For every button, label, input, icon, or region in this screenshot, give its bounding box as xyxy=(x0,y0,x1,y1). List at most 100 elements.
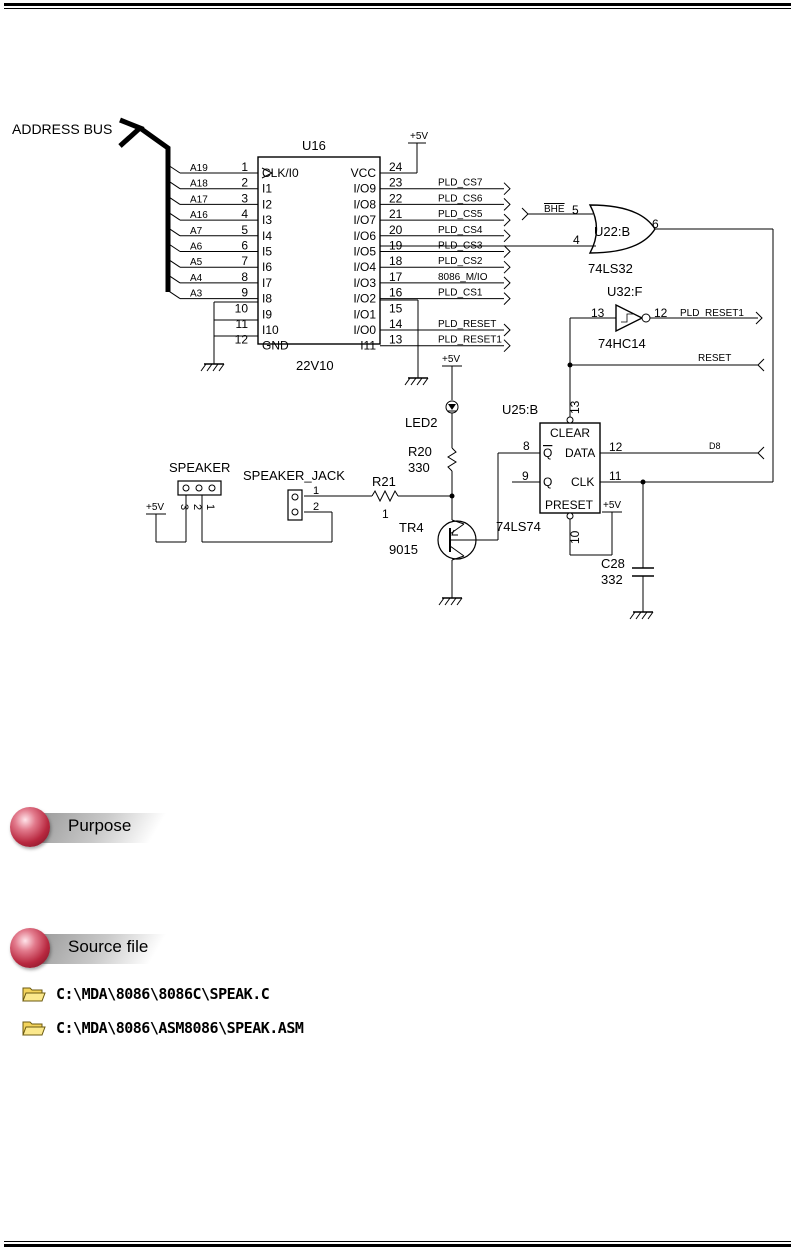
resistor-r21 xyxy=(371,489,399,503)
c28-value: 332 xyxy=(601,572,623,587)
reset-net: RESET xyxy=(698,353,731,364)
u16-pin-number: 4 xyxy=(241,207,248,221)
u16-right-net: PLD_CS2 xyxy=(438,256,483,267)
u16-pin-number: 15 xyxy=(389,301,403,315)
u32-part: 74HC14 xyxy=(598,336,646,351)
u22-in-a-pin: 5 xyxy=(572,203,579,217)
u16-pin-name: I4 xyxy=(262,229,272,243)
speaker-pin-3: 3 xyxy=(178,504,190,510)
source-file-asm[interactable]: C:\MDA\8086\ASM8086\SPEAK.ASM xyxy=(22,1017,304,1039)
u16-pin-name: CLK/I0 xyxy=(262,166,299,180)
speaker-supply: +5V xyxy=(146,502,164,513)
r20-ref: R20 xyxy=(408,444,432,459)
u16-left-net: A3 xyxy=(190,289,203,300)
u25-clear-label: CLEAR xyxy=(550,426,590,440)
u16-pin-number: 5 xyxy=(241,223,248,237)
speaker-jack-connector xyxy=(287,489,303,521)
r20-value: 330 xyxy=(408,460,430,475)
r21-value: 1 xyxy=(382,507,389,521)
ground-icon xyxy=(438,597,463,606)
u25-clear-pin: 13 xyxy=(568,400,582,414)
u16-right-net: PLD_CS7 xyxy=(438,178,483,189)
u16-pin-number: 17 xyxy=(389,270,403,284)
inverter-u32 xyxy=(615,303,644,333)
u25-qbar-label: Q xyxy=(543,446,552,460)
u16-pin-name: GND xyxy=(262,339,289,353)
u16-pin-number: 9 xyxy=(241,286,248,300)
c28-ref: C28 xyxy=(601,556,625,571)
u32-out-pin: 12 xyxy=(654,306,668,320)
address-bus-line xyxy=(138,125,171,292)
u16-part: 22V10 xyxy=(296,358,334,373)
u16-left-net: A7 xyxy=(190,226,203,237)
led-ref: LED2 xyxy=(405,415,438,430)
u16-pin-name: I6 xyxy=(262,260,272,274)
u16-pin-number: 6 xyxy=(241,239,248,253)
u16-pin-name: I/O5 xyxy=(353,245,376,259)
ground-icon xyxy=(200,363,225,372)
u16-right-net: PLD_CS5 xyxy=(438,209,483,220)
u25-data-pin: 12 xyxy=(609,440,623,454)
u25-ref: U25:B xyxy=(502,402,538,417)
ground-icon xyxy=(629,611,654,620)
u16-left-net: A5 xyxy=(190,257,203,268)
speaker-pin-2: 2 xyxy=(191,504,203,510)
source-file-c[interactable]: C:\MDA\8086\8086C\SPEAK.C xyxy=(22,983,270,1005)
u16-right-net: 8086_M/IO xyxy=(438,272,488,283)
u16-pin-number: 16 xyxy=(389,286,403,300)
u16-pin-name: I/O3 xyxy=(353,276,376,290)
u32-in-pin: 13 xyxy=(591,306,605,320)
led-supply: +5V xyxy=(442,354,460,365)
address-bus-label: ADDRESS BUS xyxy=(12,121,112,137)
u16-pin-number: 1 xyxy=(241,160,248,174)
u25-q-pin: 9 xyxy=(522,469,529,483)
u16-left-net: A6 xyxy=(190,242,203,253)
folder-open-icon xyxy=(22,987,46,1002)
u16-pin-number: 18 xyxy=(389,254,403,268)
u22-in-a-label: BHE xyxy=(544,204,565,215)
bottom-rule xyxy=(4,1241,791,1247)
u16-pin-name: I11 xyxy=(360,339,376,353)
u16-pin-number: 23 xyxy=(389,176,403,190)
u22-in-b-pin: 4 xyxy=(573,233,580,247)
u22-ref: U22:B xyxy=(594,224,630,239)
u16-right-net: PLD_RESET xyxy=(438,319,496,330)
u16-body xyxy=(257,156,381,345)
address-bus-arrow xyxy=(118,117,145,148)
u16-pin-number: 12 xyxy=(235,333,249,347)
u16-pin-number: 24 xyxy=(389,160,403,174)
source-file-path: C:\MDA\8086\ASM8086\SPEAK.ASM xyxy=(56,1019,304,1037)
u16-pin-number: 3 xyxy=(241,191,248,205)
u16-pin-name: VCC xyxy=(351,166,377,180)
tr4-ref: TR4 xyxy=(399,520,424,535)
u16-pin-name: I10 xyxy=(262,323,279,337)
u16-right-net: PLD_RESET1 xyxy=(438,335,502,346)
u25-clk-pin: 11 xyxy=(609,469,622,483)
u16-pin-name: I1 xyxy=(262,182,272,196)
u16-pin-number: 14 xyxy=(389,317,403,331)
transistor-tr4 xyxy=(437,520,477,560)
u32-ref: U32:F xyxy=(607,284,642,299)
speaker-ref: SPEAKER xyxy=(169,460,230,475)
u16-left-net: A19 xyxy=(190,163,208,174)
u16-pin-number: 13 xyxy=(389,333,403,347)
u16-right-net: PLD_CS6 xyxy=(438,193,483,204)
bus-entries xyxy=(167,164,181,300)
u22-part: 74LS32 xyxy=(588,261,633,276)
led-icon xyxy=(445,400,459,414)
u16-pin-name: I/O7 xyxy=(353,213,376,227)
u16-right-net: PLD_CS4 xyxy=(438,225,483,236)
resistor-r20 xyxy=(447,447,457,472)
speaker-pin-1: 1 xyxy=(204,504,216,510)
source-file-path: C:\MDA\8086\8086C\SPEAK.C xyxy=(56,985,270,1003)
u16-left-net: A17 xyxy=(190,194,208,205)
u25-data-label: DATA xyxy=(565,446,595,460)
speaker-connector xyxy=(177,480,222,496)
u16-pin-name: I9 xyxy=(262,307,272,321)
u25-clk-label: CLK xyxy=(571,475,594,489)
u16-pin-number: 21 xyxy=(389,207,403,221)
u16-vcc-label: +5V xyxy=(410,131,428,142)
u16-pin-name: I7 xyxy=(262,276,272,290)
u16-clock-marker xyxy=(261,167,274,179)
